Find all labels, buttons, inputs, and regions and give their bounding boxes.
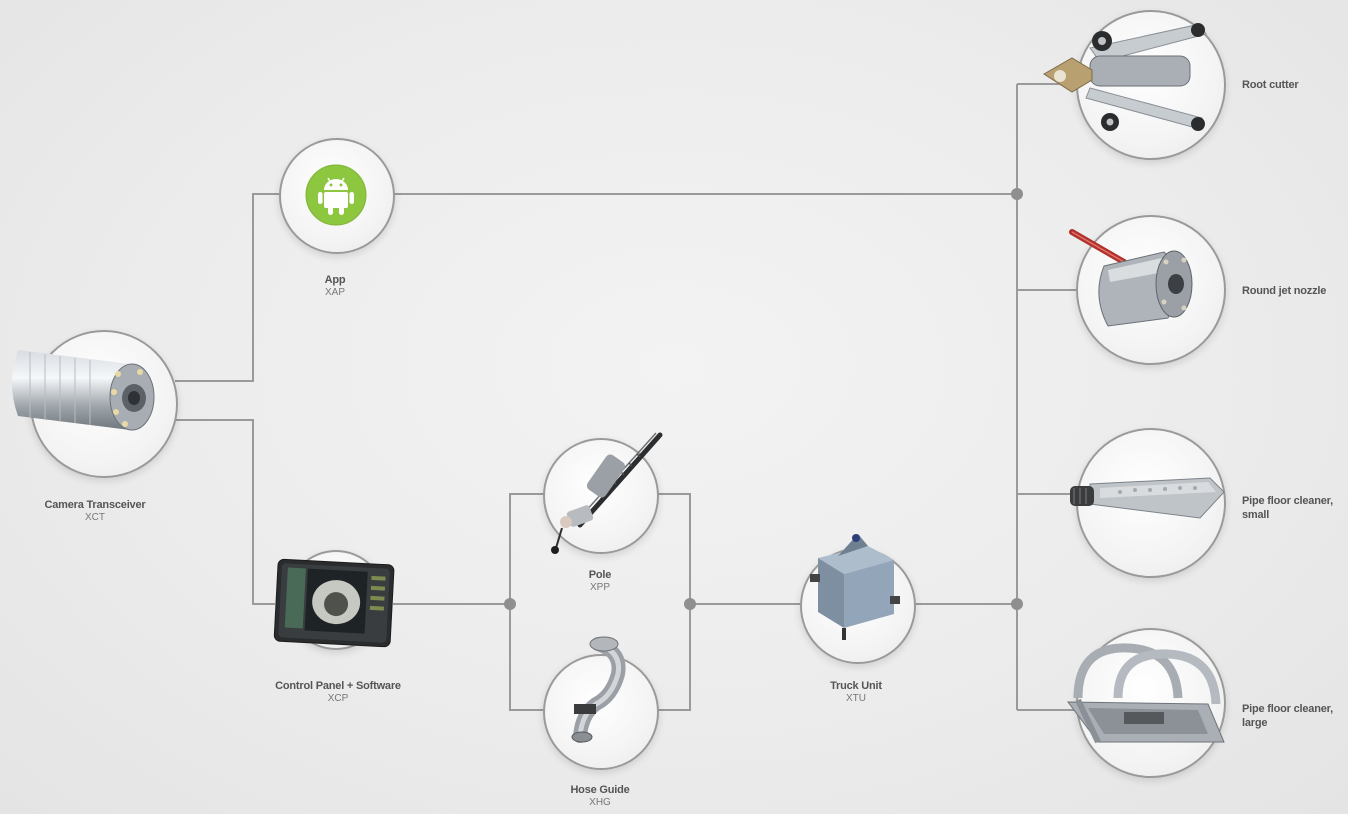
node-code: XCT <box>10 512 180 524</box>
node-name: Camera Transceiver <box>10 499 180 512</box>
junction-box-icon <box>808 528 903 643</box>
app-label: App XAP <box>275 274 395 299</box>
control-panel-label: Control Panel + Software XCP <box>248 680 428 705</box>
node-code: XPP <box>550 582 650 594</box>
round-jet-nozzle-label: Round jet nozzle <box>1242 284 1326 298</box>
truck-unit-label: Truck Unit XTU <box>800 680 912 705</box>
label-line: Pipe floor cleaner, <box>1242 703 1333 715</box>
floor-cleaner-large-icon <box>1058 638 1228 758</box>
node-name: Hose Guide <box>550 784 650 797</box>
android-icon <box>305 164 367 226</box>
tablet-icon <box>274 560 394 650</box>
node-name: Truck Unit <box>800 680 912 693</box>
root-cutter-icon <box>1030 18 1220 138</box>
nozzle-icon <box>1064 222 1214 342</box>
pole-icon <box>540 430 665 560</box>
node-name: Pole <box>550 569 650 582</box>
node-code: XCP <box>248 693 428 705</box>
pole-label: Pole XPP <box>550 569 650 594</box>
label-line: small <box>1242 509 1269 521</box>
camera-head-icon <box>10 332 170 442</box>
hose-guide-label: Hose Guide XHG <box>550 784 650 809</box>
node-code: XHG <box>550 797 650 809</box>
node-name: Control Panel + Software <box>248 680 428 693</box>
hose-guide-icon <box>560 634 640 744</box>
root-cutter-label: Root cutter <box>1242 78 1298 92</box>
label-line: large <box>1242 717 1267 729</box>
node-code: XAP <box>275 287 395 299</box>
pipe-floor-cleaner-large-label: Pipe floor cleaner, large <box>1242 702 1333 730</box>
pipe-floor-cleaner-small-label: Pipe floor cleaner, small <box>1242 494 1333 522</box>
floor-cleaner-small-icon <box>1060 460 1230 530</box>
node-code: XTU <box>800 693 912 705</box>
node-name: App <box>275 274 395 287</box>
camera-transceiver-label: Camera Transceiver XCT <box>10 499 180 524</box>
label-line: Pipe floor cleaner, <box>1242 495 1333 507</box>
